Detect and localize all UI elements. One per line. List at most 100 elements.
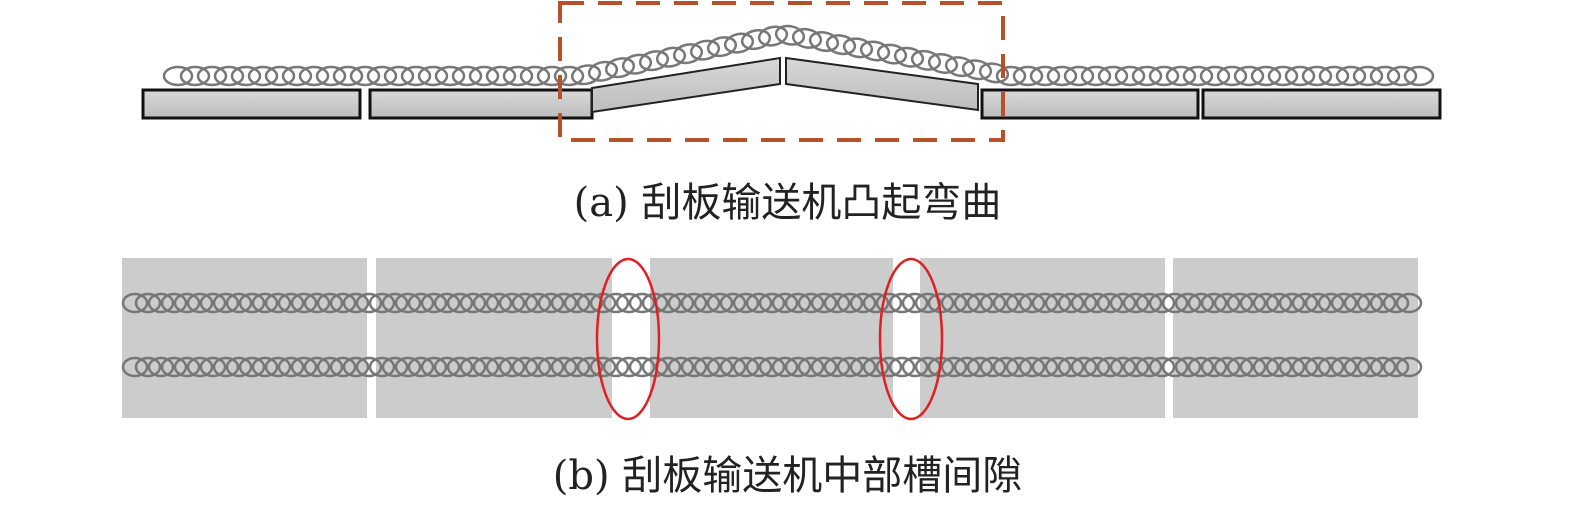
chain-link (1187, 356, 1215, 378)
chain-link (225, 356, 253, 378)
chain-link (498, 292, 526, 314)
chain-link (1226, 292, 1254, 314)
chain-link (1226, 356, 1254, 378)
chain-link (797, 356, 825, 378)
chain-link (1122, 292, 1150, 314)
chain-link (342, 356, 370, 378)
chain-link (420, 292, 448, 314)
chain-link (797, 292, 825, 314)
chain-link (1291, 356, 1319, 378)
chain-link (1148, 65, 1180, 87)
chain-link (706, 36, 738, 58)
chain-link (355, 292, 383, 314)
chain-link (366, 65, 398, 87)
chain-link (394, 292, 422, 314)
chain-link (1182, 65, 1214, 87)
chain-link (1070, 356, 1098, 378)
chain-link (641, 292, 669, 314)
chain-link (1174, 292, 1202, 314)
chain-link (160, 292, 188, 314)
chain-link (213, 65, 245, 87)
chain-link (1161, 292, 1189, 314)
chain-link (706, 292, 734, 314)
pan-plate (1173, 258, 1418, 418)
chain-link (1318, 65, 1350, 87)
chain-link (121, 292, 149, 314)
chain-link (910, 49, 942, 71)
chain-link (1174, 356, 1202, 378)
chain-link (689, 39, 721, 61)
chain-link (550, 292, 578, 314)
chain-link (290, 356, 318, 378)
pan-segment (1201, 88, 1442, 120)
chain-link (433, 356, 461, 378)
chain-link (836, 292, 864, 314)
chain-link (576, 292, 604, 314)
chain-link (810, 292, 838, 314)
chain-link (604, 57, 636, 79)
chain-link (230, 65, 262, 87)
chain-link (1199, 65, 1231, 87)
bending-highlight-box (558, 1, 1005, 142)
chain-link (602, 356, 630, 378)
chain-link (1304, 292, 1332, 314)
chain-link (628, 356, 656, 378)
chain-link (1096, 356, 1124, 378)
chain-link (225, 292, 253, 314)
chain-link (1161, 356, 1189, 378)
chain-link (966, 356, 994, 378)
chain-link (1200, 356, 1228, 378)
chain-link (1335, 65, 1367, 87)
chain-link (732, 356, 760, 378)
pan-plate (122, 258, 367, 418)
chain-link (732, 292, 760, 314)
chain-link (849, 292, 877, 314)
chain-link (212, 292, 240, 314)
chain-link (979, 356, 1007, 378)
chain-link (1250, 65, 1282, 87)
chain-link (519, 65, 551, 87)
chain-link (758, 356, 786, 378)
chain-link (615, 292, 643, 314)
chain-link (1114, 65, 1146, 87)
chain-link (693, 292, 721, 314)
chain-link (758, 292, 786, 314)
chain-link (524, 292, 552, 314)
chain-link (1083, 356, 1111, 378)
chain-link (1057, 292, 1085, 314)
chain-link (1356, 292, 1384, 314)
chain-link (1301, 65, 1333, 87)
chain-link (196, 65, 228, 87)
chain-link (468, 65, 500, 87)
chain-link (472, 292, 500, 314)
chain-link (485, 65, 517, 87)
chain-link (940, 356, 968, 378)
chain-link (693, 356, 721, 378)
chain-link (1131, 65, 1163, 87)
chain-link (524, 356, 552, 378)
chain-link (316, 356, 344, 378)
chain-link (199, 356, 227, 378)
chain-link (966, 292, 994, 314)
chain-link (1395, 292, 1423, 314)
chain-link (667, 356, 695, 378)
chain-link (1057, 356, 1085, 378)
chain-link (160, 356, 188, 378)
chain-link (1343, 292, 1371, 314)
chain-link (1369, 65, 1401, 87)
chain-link (199, 292, 227, 314)
chain-link (1148, 356, 1176, 378)
chain-link (1239, 292, 1267, 314)
chain-link (784, 356, 812, 378)
chain-link (298, 65, 330, 87)
panel-b-gaps (121, 257, 1423, 421)
chain-link (1109, 356, 1137, 378)
chain-link (615, 356, 643, 378)
chain-link (417, 65, 449, 87)
chain-link (264, 65, 296, 87)
chain-link (134, 356, 162, 378)
chain-link (953, 356, 981, 378)
chain-link (485, 292, 513, 314)
chain-link (706, 356, 734, 378)
chain-link (680, 292, 708, 314)
